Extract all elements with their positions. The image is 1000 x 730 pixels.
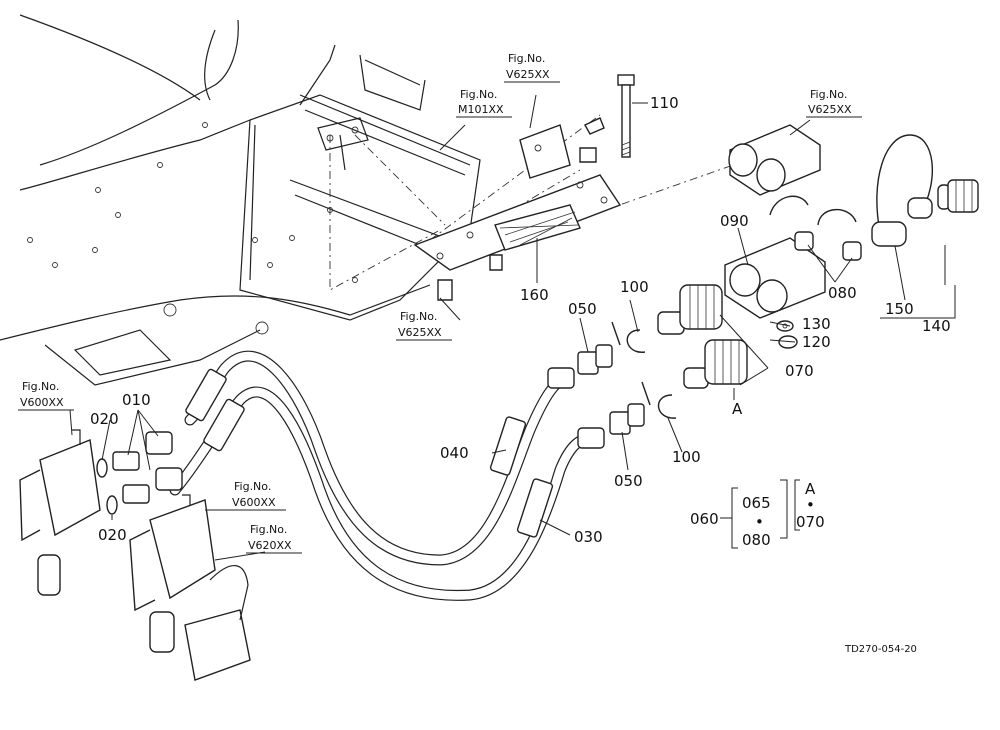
quick-coupler-140 <box>937 179 979 213</box>
bolt-110 <box>617 74 635 158</box>
callout-100-lower: 100 <box>672 448 701 466</box>
coupler-holder-090 <box>724 237 826 319</box>
callout-120: 120 <box>802 333 831 351</box>
svg-text:M101XX: M101XX <box>458 103 504 116</box>
callout-070: 070 <box>785 362 814 380</box>
svg-text:Fig.No.: Fig.No. <box>250 523 287 536</box>
svg-text:Fig.No.: Fig.No. <box>22 380 59 393</box>
bracket-plate <box>413 117 622 301</box>
svg-text:V620XX: V620XX <box>248 539 292 552</box>
hoses <box>169 350 605 601</box>
svg-text:V600XX: V600XX <box>20 396 64 409</box>
svg-text:V625XX: V625XX <box>398 326 442 339</box>
fig-ref-v600-mid[interactable]: Fig.No. V600XX <box>230 480 286 511</box>
svg-text:Fig.No.: Fig.No. <box>508 52 545 65</box>
svg-text:Fig.No.: Fig.No. <box>400 310 437 323</box>
couplers-070 <box>657 284 748 389</box>
callout-030: 030 <box>574 528 603 546</box>
kit-ref-a: A <box>805 480 816 498</box>
callout-130: 130 <box>802 315 831 333</box>
kit-item-065: 065 <box>742 494 771 512</box>
leader-lines <box>69 94 956 561</box>
fig-ref-m101[interactable]: Fig.No. M101XX <box>456 88 512 118</box>
control-valves <box>19 429 251 681</box>
callout-090: 090 <box>720 212 749 230</box>
callout-100-upper: 100 <box>620 278 649 296</box>
kit-number: 060 <box>690 510 719 528</box>
fig-ref-v625-left[interactable]: Fig.No. V625XX <box>396 310 452 341</box>
callout-mark-a: A <box>732 400 743 418</box>
callout-020-lower: 020 <box>98 526 127 544</box>
callout-080: 080 <box>828 284 857 302</box>
callout-110: 110 <box>650 94 679 112</box>
callout-140: 140 <box>922 317 951 335</box>
callout-150: 150 <box>885 300 914 318</box>
snap-rings-100 <box>611 321 677 419</box>
callout-050-lower: 050 <box>614 472 643 490</box>
callout-050-upper: 050 <box>568 300 597 318</box>
nuts-120-130 <box>776 320 798 349</box>
svg-text:Fig.No.: Fig.No. <box>460 88 497 101</box>
clamp-block <box>728 124 821 196</box>
dust-plug-150 <box>871 134 933 247</box>
kit-legend: 060 065 • 080 A • 070 <box>690 480 825 549</box>
kit-ref-dot: • <box>806 496 815 514</box>
callout-010: 010 <box>122 391 151 409</box>
fig-ref-v625-top[interactable]: Fig.No. V625XX <box>504 52 560 83</box>
kit-item-070: 070 <box>796 513 825 531</box>
fittings-010 <box>112 431 183 504</box>
svg-text:V625XX: V625XX <box>808 103 852 116</box>
drawing-code: TD270-054-20 <box>844 644 917 655</box>
kit-item-080: 080 <box>742 531 771 549</box>
svg-text:Fig.No.: Fig.No. <box>810 88 847 101</box>
part-callouts: 110 160 090 080 150 140 130 120 070 A 10… <box>90 94 951 546</box>
callout-160: 160 <box>520 286 549 304</box>
fig-ref-v600-left[interactable]: Fig.No. V600XX <box>18 380 74 411</box>
svg-text:V625XX: V625XX <box>506 68 550 81</box>
adaptors-050 <box>577 344 645 435</box>
kit-dot: • <box>755 513 764 531</box>
svg-text:Fig.No.: Fig.No. <box>234 480 271 493</box>
callout-020-upper: 020 <box>90 410 119 428</box>
panel-holes <box>27 122 358 335</box>
callout-040: 040 <box>440 444 469 462</box>
fig-ref-v620[interactable]: Fig.No. V620XX <box>246 523 302 554</box>
fig-ref-v625-right[interactable]: Fig.No. V625XX <box>806 88 862 118</box>
kit-brackets <box>720 479 800 549</box>
svg-text:V600XX: V600XX <box>232 496 276 509</box>
